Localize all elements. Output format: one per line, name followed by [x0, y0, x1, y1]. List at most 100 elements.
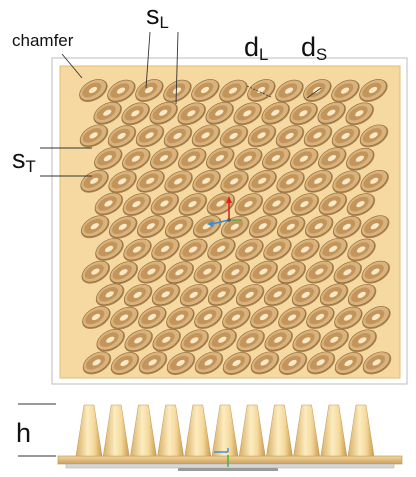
label-h: h: [16, 418, 32, 448]
fin-top: [123, 284, 153, 307]
fin-top: [138, 351, 168, 375]
coordinate-axes-top: [207, 196, 242, 227]
fin-top: [163, 79, 192, 103]
fin-top: [96, 328, 125, 352]
fin-top: [319, 238, 348, 261]
fin-top: [264, 328, 293, 352]
fin-top: [79, 124, 109, 148]
fin-top: [107, 79, 136, 103]
fin-top: [95, 238, 124, 261]
fin-top: [261, 101, 290, 125]
fin-top: [165, 261, 195, 285]
label-s-t: sT: [12, 144, 36, 177]
fin-top: [110, 306, 139, 330]
fin-top: [289, 102, 318, 126]
side-substrate: [65, 463, 395, 469]
fin-top: [122, 147, 151, 171]
fin-top: [206, 147, 235, 171]
fin-top: [193, 260, 223, 284]
label-chamfer: chamfer: [12, 31, 74, 50]
fin-top: [305, 260, 335, 284]
fin-top: [207, 283, 237, 307]
fin-top: [275, 125, 305, 148]
fin-top: [80, 215, 110, 239]
fin-top: [151, 238, 180, 261]
fin-top: [333, 261, 363, 285]
fin-top: [318, 192, 348, 216]
fin-top: [234, 147, 263, 171]
fin-top: [124, 329, 153, 353]
fin-top: [122, 193, 152, 217]
fin-top: [331, 125, 361, 148]
fin-top: [292, 329, 321, 353]
fin-top: [166, 352, 196, 375]
fin-top: [317, 101, 346, 125]
fin-top: [233, 102, 262, 126]
fin-top: [108, 170, 137, 194]
fin-top: [109, 261, 139, 285]
fin-top: [362, 306, 391, 329]
fin-top: [360, 169, 389, 193]
fin-top: [304, 169, 333, 193]
fin-top: [108, 215, 138, 239]
fin-top: [150, 147, 179, 171]
fin-top: [220, 215, 250, 239]
fin-top: [306, 351, 336, 375]
fin-top: [319, 283, 349, 307]
fin-top: [263, 238, 292, 261]
fin-top: [275, 79, 304, 103]
fin-top: [194, 306, 223, 329]
fin-top: [207, 238, 236, 261]
fin-top: [178, 193, 208, 217]
label-d-l: dL: [244, 32, 269, 65]
fin-top: [290, 193, 320, 217]
fin-top: [247, 124, 277, 148]
fin-top: [348, 329, 377, 353]
fin-top: [79, 79, 108, 102]
fin-top: [192, 169, 221, 193]
fin-top: [177, 102, 206, 126]
fin-top: [110, 352, 140, 375]
fin-top: [222, 352, 252, 375]
side-mount: [178, 468, 278, 471]
fin-top: [194, 351, 224, 375]
fin-top: [95, 283, 125, 307]
fin-top: [306, 306, 335, 329]
fin-top: [346, 147, 375, 171]
fin-top: [206, 192, 236, 216]
fin-top: [123, 238, 152, 262]
fin-top: [138, 306, 167, 329]
coordinate-axes-side: [214, 448, 229, 467]
label-d-s: dS: [301, 32, 328, 65]
fin-top: [93, 101, 122, 125]
fin-side: [266, 404, 293, 457]
fin-top: [235, 238, 264, 262]
side-base: [57, 455, 403, 465]
fin-top: [250, 306, 279, 329]
fin-top: [291, 284, 321, 307]
fin-top: [332, 215, 362, 239]
dimension-dS: [306, 87, 322, 99]
fin-top: [208, 328, 237, 352]
fin-top: [81, 260, 111, 284]
fin-side: [184, 404, 212, 457]
fin-top: [276, 170, 305, 194]
fin-top: [82, 306, 111, 329]
fin-top: [359, 79, 388, 102]
fin-top: [135, 124, 165, 148]
fin-top: [82, 351, 112, 375]
fin-top: [248, 215, 278, 239]
fin-top: [291, 238, 320, 262]
fin-top: [345, 102, 374, 126]
fin-top: [360, 215, 390, 239]
fin-top: [278, 306, 307, 330]
leader-sL-2: [175, 31, 179, 105]
fin-top: [221, 261, 251, 285]
fin-top: [304, 215, 334, 239]
fin-side: [102, 404, 130, 457]
fin-top: [347, 238, 376, 262]
fin-side: [320, 404, 348, 457]
fin-top: [277, 261, 307, 285]
fin-profiles: [75, 404, 375, 457]
